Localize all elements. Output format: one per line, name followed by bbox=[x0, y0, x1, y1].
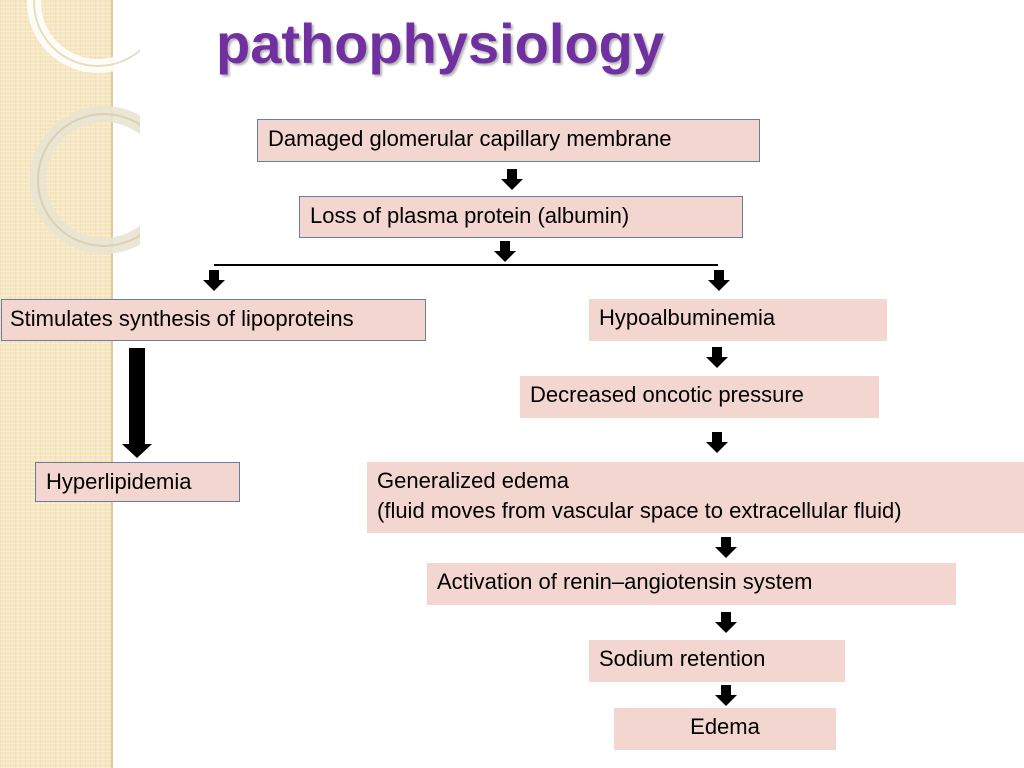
node-generalized-edema: Generalized edema (fluid moves from vasc… bbox=[367, 462, 1024, 533]
down-arrow-icon bbox=[715, 685, 737, 707]
down-arrow-icon bbox=[706, 347, 728, 369]
node-damaged-membrane: Damaged glomerular capillary membrane bbox=[257, 119, 760, 162]
down-arrow-icon bbox=[501, 169, 523, 191]
node-label: Hypoalbuminemia bbox=[599, 305, 776, 330]
node-edema: Edema bbox=[614, 708, 836, 750]
decorative-rings bbox=[27, 0, 140, 254]
node-label: Stimulates synthesis of lipoproteins bbox=[10, 306, 354, 331]
node-renin-angiotensin: Activation of renin–angiotensin system bbox=[427, 563, 956, 605]
node-label: Edema bbox=[690, 714, 760, 739]
node-hypoalbuminemia: Hypoalbuminemia bbox=[589, 299, 887, 341]
node-label: Damaged glomerular capillary membrane bbox=[268, 126, 672, 151]
node-decreased-oncotic: Decreased oncotic pressure bbox=[520, 376, 879, 418]
node-label: Loss of plasma protein (albumin) bbox=[310, 203, 630, 228]
down-arrow-icon bbox=[715, 612, 737, 634]
node-label: Sodium retention bbox=[599, 646, 766, 671]
page-title: pathophysiology bbox=[216, 12, 664, 75]
node-stimulates-lipoproteins: Stimulates synthesis of lipoproteins bbox=[1, 299, 426, 341]
node-label: Hyperlipidemia bbox=[46, 469, 192, 494]
down-arrow-icon bbox=[706, 432, 728, 454]
down-arrow-icon bbox=[203, 270, 225, 292]
node-label-line2: (fluid moves from vascular space to extr… bbox=[377, 498, 902, 523]
long-arrow-shaft bbox=[129, 348, 145, 444]
node-sodium-retention: Sodium retention bbox=[589, 640, 845, 682]
node-label: Decreased oncotic pressure bbox=[530, 382, 804, 407]
node-hyperlipidemia: Hyperlipidemia bbox=[35, 462, 240, 502]
down-arrow-icon bbox=[715, 537, 737, 559]
node-loss-protein: Loss of plasma protein (albumin) bbox=[299, 196, 743, 238]
down-arrow-icon bbox=[494, 241, 516, 263]
node-label-line1: Generalized edema bbox=[377, 468, 570, 493]
down-arrow-icon bbox=[708, 270, 730, 292]
long-arrow-head bbox=[122, 444, 152, 458]
node-label: Activation of renin–angiotensin system bbox=[437, 569, 813, 594]
